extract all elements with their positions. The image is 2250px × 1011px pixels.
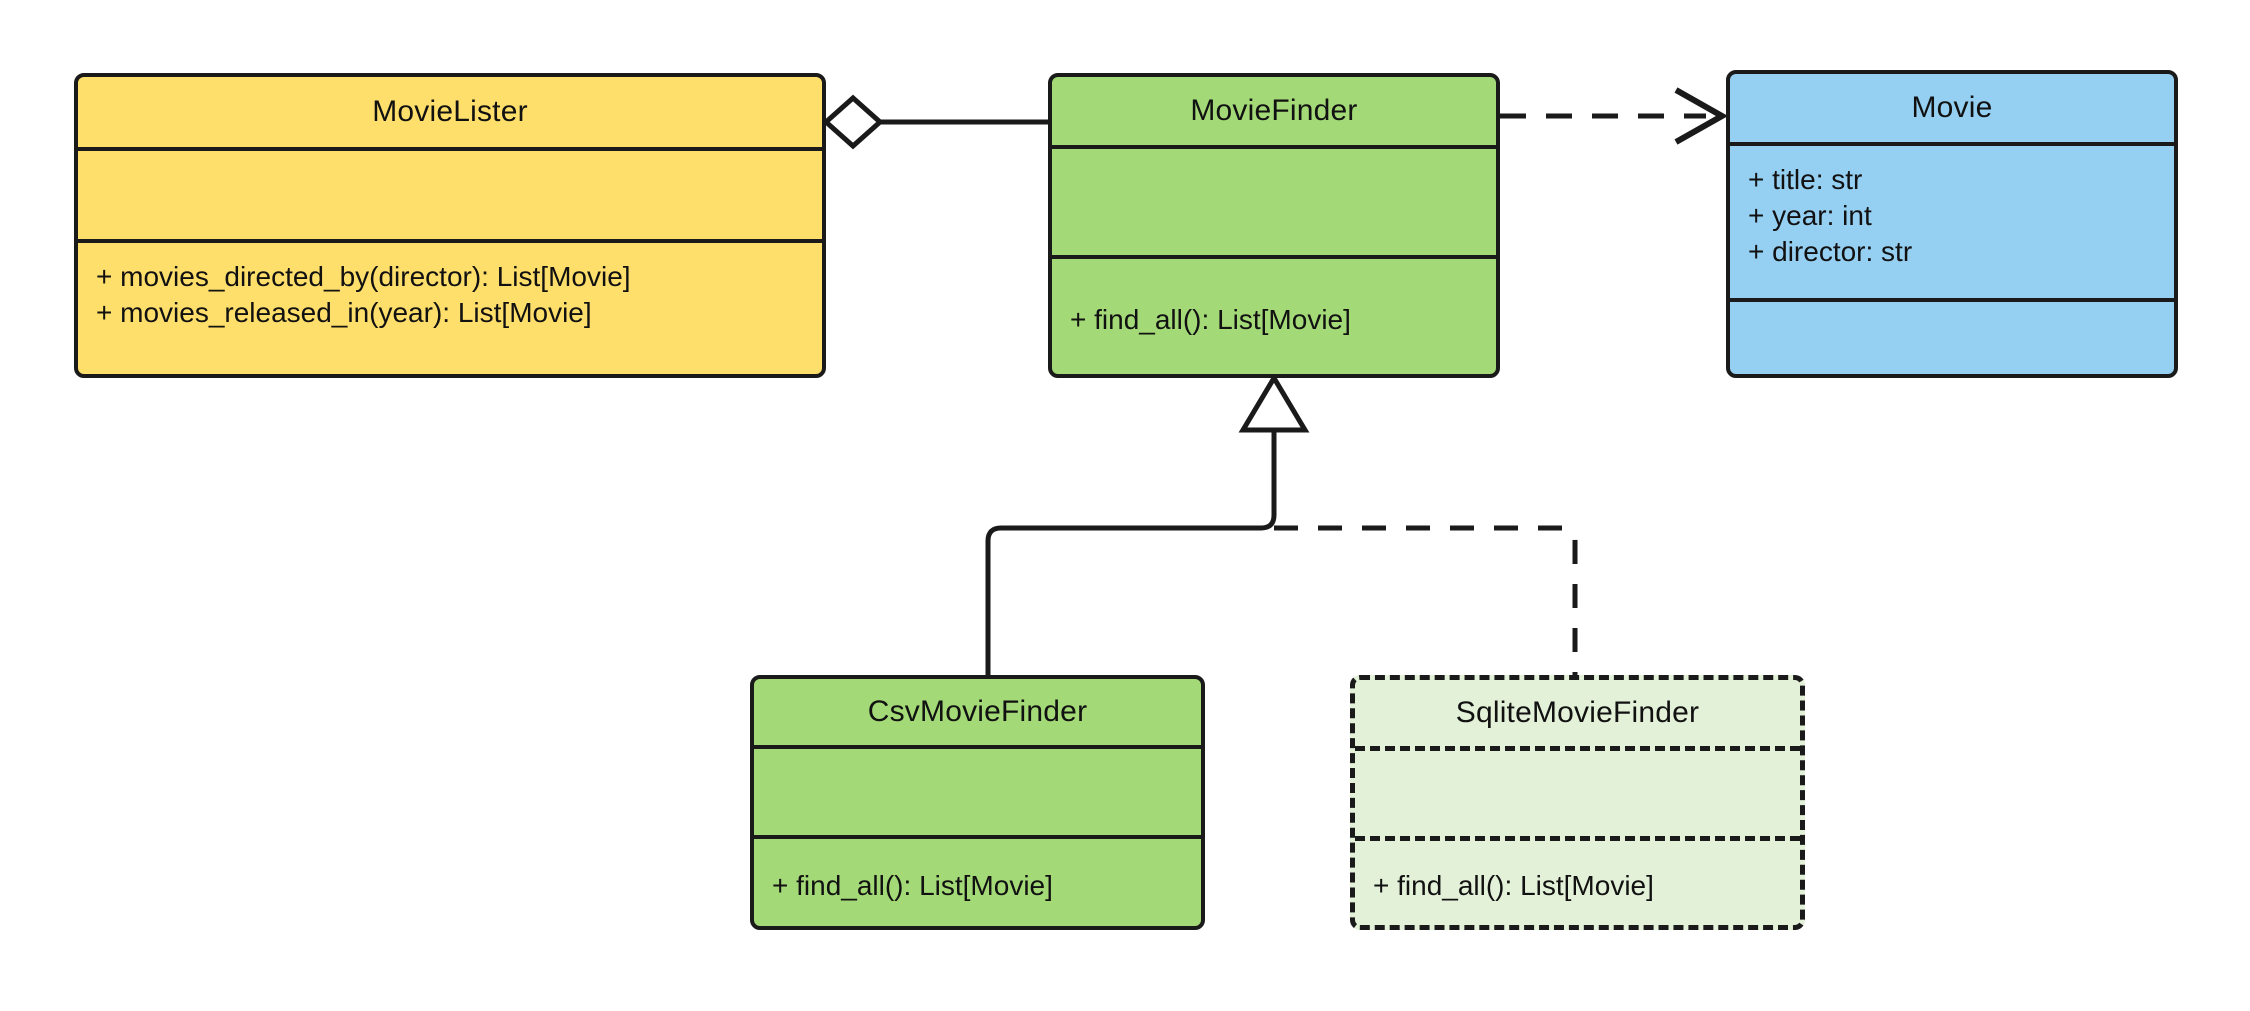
class-box-movie-lister[interactable]: MovieLister + movies_directed_by(directo… [74,73,826,378]
class-box-sqlite-movie-finder[interactable]: SqliteMovieFinder + find_all(): List[Mov… [1350,675,1805,930]
attribute-row: + director: str [1748,235,1913,267]
dependency-finder-movie [1500,87,1729,145]
method-row: + find_all(): List[Movie] [1373,870,1654,902]
class-name-compartment-movie: Movie [1730,74,2174,142]
inheritance-line-sqlite [1274,525,1578,675]
class-name-compartment-csv-movie-finder: CsvMovieFinder [754,679,1201,745]
class-name-compartment-movie-lister: MovieLister [78,77,822,147]
aggregation-lister-finder [822,94,1048,150]
class-name-compartment-sqlite-movie-finder: SqliteMovieFinder [1355,680,1800,746]
attributes-compartment-movie-lister [78,147,822,239]
inheritance-csv-finder [985,430,1277,675]
class-title-movie: Movie [1911,91,1993,124]
class-box-csv-movie-finder[interactable]: CsvMovieFinder + find_all(): List[Movie] [750,675,1205,930]
method-row: + movies_released_in(year): List[Movie] [96,296,592,328]
methods-compartment-movie [1730,298,2174,374]
open-arrow-icon [1674,87,1729,145]
methods-compartment-csv-movie-finder: + find_all(): List[Movie] [754,835,1201,926]
class-box-movie-finder[interactable]: MovieFinder + find_all(): List[Movie] [1048,73,1500,378]
attribute-row: + year: int [1748,199,1872,231]
attributes-compartment-movie-finder [1052,145,1496,255]
attributes-compartment-csv-movie-finder [754,745,1201,835]
attribute-row: + title: str [1748,164,1863,195]
class-name-compartment-movie-finder: MovieFinder [1052,77,1496,145]
class-title-movie-lister: MovieLister [372,95,528,128]
hollow-triangle-icon [1238,373,1310,433]
class-title-movie-finder: MovieFinder [1190,94,1358,127]
methods-compartment-sqlite-movie-finder: + find_all(): List[Movie] [1355,836,1800,925]
class-title-sqlite-movie-finder: SqliteMovieFinder [1455,696,1700,729]
methods-compartment-movie-lister: + movies_directed_by(director): List[Mov… [78,239,822,374]
method-row: + find_all(): List[Movie] [1070,303,1351,335]
class-title-csv-movie-finder: CsvMovieFinder [867,695,1088,728]
inheritance-line-csv [985,430,1277,675]
attributes-compartment-sqlite-movie-finder [1355,746,1800,836]
method-row: + find_all(): List[Movie] [772,869,1053,901]
attributes-compartment-movie: + title: str + year: int + director: str [1730,142,2174,298]
methods-compartment-movie-finder: + find_all(): List[Movie] [1052,255,1496,374]
inheritance-sqlite-finder [1274,525,1578,675]
method-row: + movies_directed_by(director): List[Mov… [96,261,631,292]
generalization-arrowhead [1238,373,1310,433]
class-box-movie[interactable]: Movie + title: str + year: int + directo… [1726,70,2178,378]
hollow-diamond-icon [822,94,884,150]
